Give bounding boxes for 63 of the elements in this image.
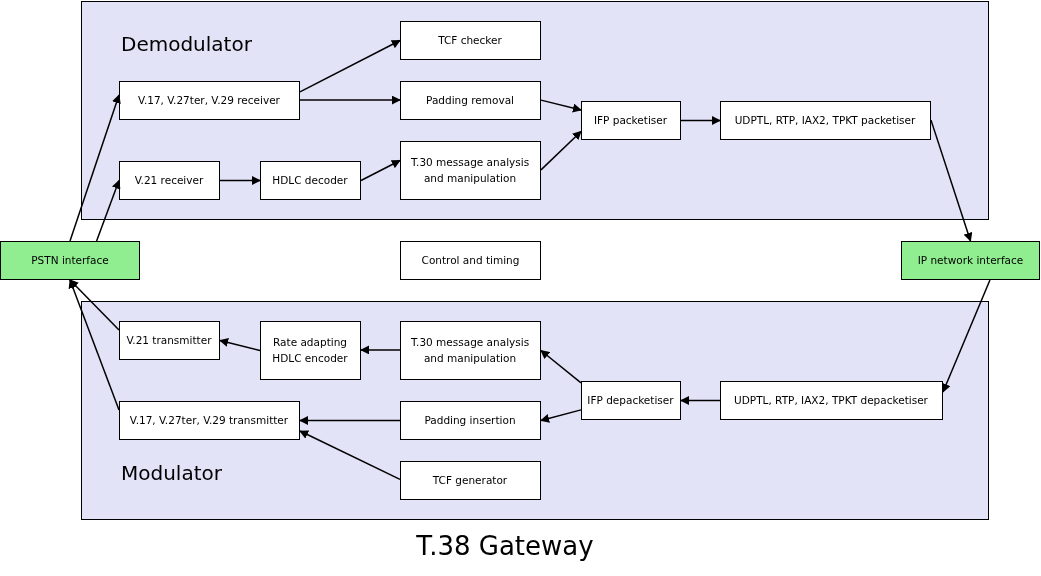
arrow — [299, 39, 401, 93]
process-box — [399, 140, 541, 200]
arrow — [680, 116, 721, 125]
arrow — [219, 176, 261, 185]
process-box — [719, 380, 943, 420]
arrow — [299, 416, 401, 425]
process-box — [719, 100, 931, 140]
arrow — [68, 279, 120, 411]
box-label: V.21 transmitter — [126, 332, 212, 348]
process-box — [399, 80, 541, 120]
process-box — [399, 400, 541, 440]
arrow — [942, 279, 991, 393]
arrow — [360, 159, 401, 182]
box-label: Padding insertion — [424, 412, 516, 428]
box-label: IFP packetiser — [593, 112, 668, 128]
box-label: TCF checker — [438, 32, 502, 48]
box-label: PSTN interface — [31, 253, 109, 269]
process-box — [118, 160, 220, 200]
box-label: IP network interface — [917, 253, 1024, 269]
arrow — [299, 430, 401, 481]
diagram-title: T.38 Gateway — [415, 533, 595, 559]
box-label: UDPTL, RTP, IAX2, TPKT packetiser — [734, 112, 916, 128]
box-label: V.17, V.27ter, V.29 transmitter — [129, 412, 289, 428]
process-box — [118, 80, 300, 120]
arrow — [219, 338, 261, 352]
arrow — [540, 349, 582, 384]
process-box — [118, 400, 300, 440]
box-label: T.30 message analysis and manipulation — [409, 154, 531, 186]
box-label: Control and timing — [421, 253, 520, 269]
box-label: TCF generator — [432, 472, 508, 488]
process-box — [400, 241, 541, 280]
arrow — [95, 179, 121, 242]
process-box — [259, 160, 361, 200]
arrow — [360, 345, 401, 355]
section-heading: Modulator — [121, 463, 222, 483]
arrow — [540, 409, 582, 423]
section-panel — [81, 1, 989, 220]
section-panel — [81, 301, 989, 520]
box-label: V.21 receiver — [134, 172, 204, 188]
process-box — [399, 320, 541, 380]
arrow — [540, 130, 582, 171]
arrow — [930, 119, 973, 242]
process-box — [580, 100, 681, 140]
arrow — [299, 95, 401, 105]
process-box — [580, 380, 681, 420]
process-box — [399, 460, 541, 500]
process-box — [399, 20, 541, 60]
interface-box — [901, 241, 1040, 280]
box-label: UDPTL, RTP, IAX2, TPKT depacketiser — [734, 392, 928, 408]
box-label: Rate adapting HDLC encoder — [271, 334, 349, 366]
arrow — [69, 279, 120, 331]
arrow — [69, 94, 121, 242]
process-box — [259, 320, 361, 380]
arrow — [680, 396, 721, 405]
box-label: HDLC decoder — [272, 172, 348, 188]
box-label: IFP depacketiser — [587, 392, 674, 408]
section-heading: Demodulator — [121, 34, 252, 54]
interface-box — [0, 241, 140, 280]
box-label: V.17, V.27ter, V.29 receiver — [138, 92, 280, 108]
box-label: T.30 message analysis and manipulation — [409, 334, 531, 366]
arrow — [540, 99, 582, 113]
box-label: Padding removal — [426, 92, 514, 108]
process-box — [118, 320, 220, 360]
